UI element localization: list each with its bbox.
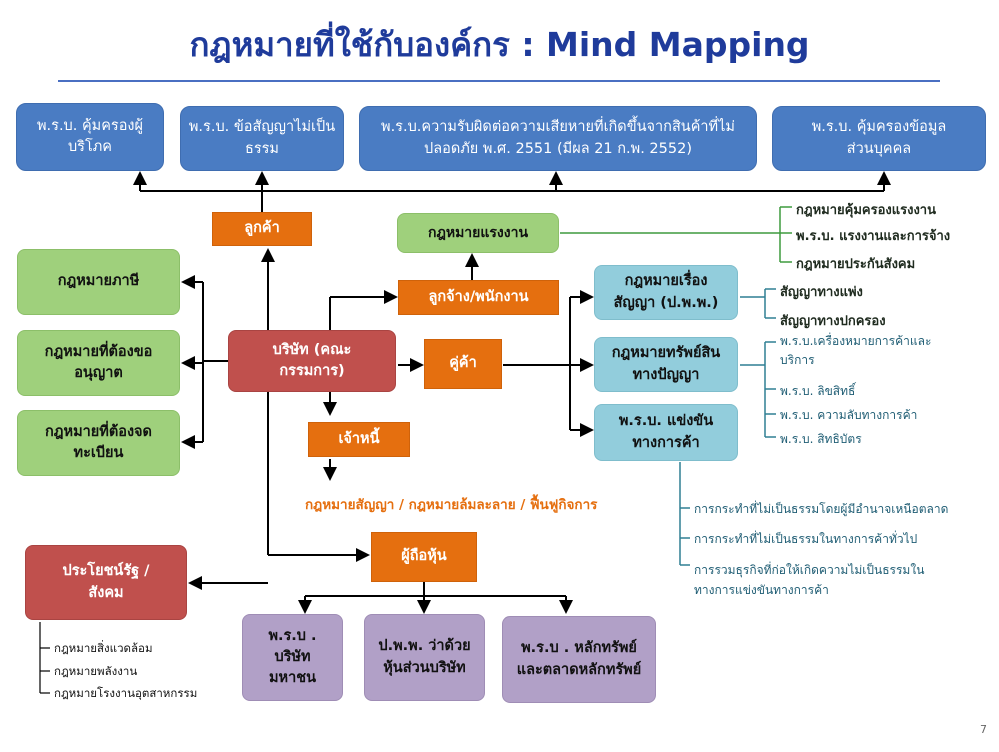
ip-sub-4: พ.ร.บ. สิทธิบัตร xyxy=(780,432,862,446)
title-underline xyxy=(58,80,940,82)
competition-sub-2: การกระทำที่ไม่เป็นธรรมในทางการค้าทั่วไป xyxy=(694,532,918,546)
top-law-personal-data: พ.ร.บ. คุ้มครองข้อมูลส่วนบุคคล xyxy=(772,106,986,171)
public-sub-3: กฎหมายโรงงานอุตสาหกรรม xyxy=(54,686,198,700)
page-number: 7 xyxy=(980,723,987,736)
ip-law-node: กฎหมายทรัพย์สินทางปัญญา xyxy=(594,337,738,392)
competition-sub-1: การกระทำที่ไม่เป็นธรรมโดยผู้มีอำนาจเหนือ… xyxy=(694,502,949,516)
creditor-node: เจ้าหนี้ xyxy=(308,422,410,457)
public-interest-node: ประโยชน์รัฐ / สังคม xyxy=(25,545,187,620)
labor-sub-3: กฎหมายประกันสังคม xyxy=(796,257,916,272)
employee-node: ลูกจ้าง/พนักงาน xyxy=(398,280,559,315)
competition-law-node: พ.ร.บ. แข่งขันทางการค้า xyxy=(594,404,738,461)
top-law-product-liability: พ.ร.บ.ความรับผิดต่อความเสียหายที่เกิดขึ้… xyxy=(359,106,757,171)
contract-sub-1: สัญญาทางแพ่ง xyxy=(780,285,863,300)
ip-sub-2: พ.ร.บ. ลิขสิทธิ์ xyxy=(780,384,856,398)
ip-sub-3: พ.ร.บ. ความลับทางการค้า xyxy=(780,408,918,422)
page-title: กฎหมายที่ใช้กับองค์กร : Mind Mapping xyxy=(189,25,810,64)
shareholder-law-civil-code: ป.พ.พ. ว่าด้วยหุ้นส่วนบริษัท xyxy=(364,614,485,701)
creditor-laws: กฎหมายสัญญา / กฎหมายล้มละลาย / ฟื้นฟูกิจ… xyxy=(305,497,598,513)
public-sub-2: กฎหมายพลังงาน xyxy=(54,664,138,678)
shareholder-law-public-company: พ.ร.บ . บริษัทมหาชน xyxy=(242,614,343,701)
labor-sub-1: กฎหมายคุ้มครองแรงงาน xyxy=(796,203,936,218)
contract-law-node: กฎหมายเรื่องสัญญา (ป.พ.พ.) xyxy=(594,265,738,320)
ip-sub-1: พ.ร.บ.เครื่องหมายการค้าและบริการ xyxy=(780,334,932,368)
labor-sub-2: พ.ร.บ. แรงงานและการจ้าง xyxy=(796,229,951,244)
top-law-consumer-protection: พ.ร.บ. คุ้มครองผู้บริโภค xyxy=(16,103,164,171)
competition-sub-3: การรวมธุรกิจที่ก่อให้เกิดความไม่เป็นธรรม… xyxy=(694,563,925,598)
public-sub-1: กฎหมายสิ่งแวดล้อม xyxy=(54,641,153,655)
left-law-license: กฎหมายที่ต้องขออนุญาต xyxy=(17,330,180,396)
shareholder-law-securities: พ.ร.บ . หลักทรัพย์และตลาดหลักทรัพย์ xyxy=(502,616,656,703)
top-law-unfair-contract: พ.ร.บ. ข้อสัญญาไม่เป็นธรรม xyxy=(180,106,344,171)
left-law-tax: กฎหมายภาษี xyxy=(17,249,180,315)
labor-law-node: กฎหมายแรงงาน xyxy=(397,213,559,253)
contract-sub-2: สัญญาทางปกครอง xyxy=(780,314,886,329)
shareholder-node: ผู้ถือหุ้น xyxy=(371,532,477,582)
partner-node: คู่ค้า xyxy=(424,339,502,389)
customer-node: ลูกค้า xyxy=(212,212,312,246)
company-node: บริษัท (คณะกรรมการ) xyxy=(228,330,396,392)
left-law-registration: กฎหมายที่ต้องจดทะเบียน xyxy=(17,410,180,476)
